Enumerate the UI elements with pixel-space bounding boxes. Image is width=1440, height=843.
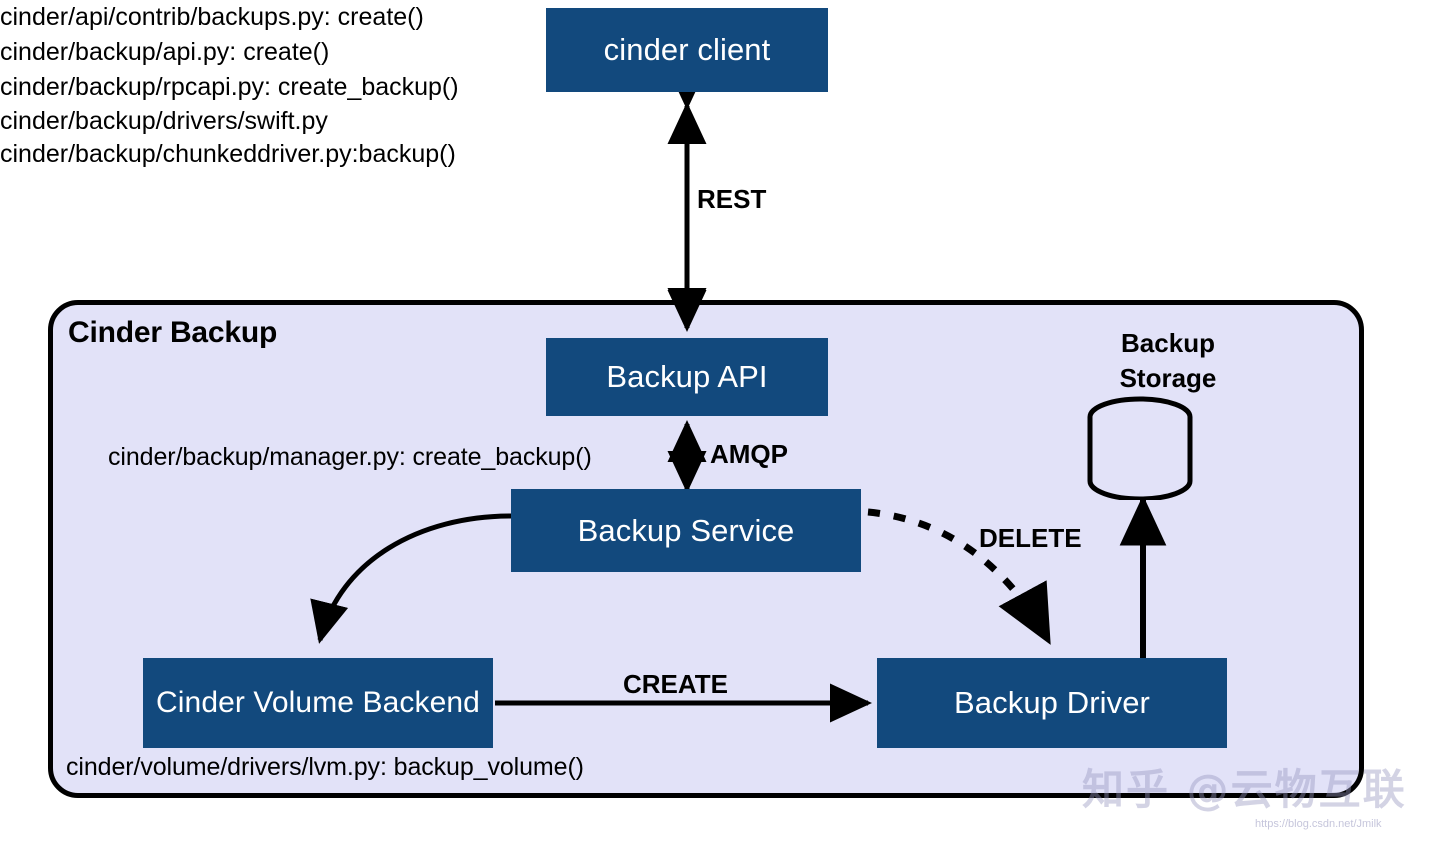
node-backup-service[interactable]: Backup Service — [511, 489, 861, 572]
driver-code-paths: cinder/backup/drivers/swift.py cinder/ba… — [0, 105, 1440, 171]
edge-label-delete: DELETE — [979, 523, 1082, 553]
rest-path-1: cinder/api/contrib/backups.py: create() — [0, 3, 424, 31]
node-backup-driver[interactable]: Backup Driver — [877, 658, 1227, 748]
backup-storage-cylinder-icon — [1087, 396, 1193, 500]
driver-path-1: cinder/backup/drivers/swift.py — [0, 107, 328, 135]
lvm-code-path: cinder/volume/drivers/lvm.py: backup_vol… — [66, 753, 584, 781]
edge-label-amqp: AMQP — [710, 439, 788, 469]
driver-path-2: cinder/backup/chunkeddriver.py:backup() — [0, 140, 456, 168]
edge-label-rest: REST — [697, 184, 767, 214]
node-cinder-client[interactable]: cinder client — [546, 8, 828, 92]
manager-code-path: cinder/backup/manager.py: create_backup(… — [108, 443, 592, 471]
node-cinder-volume-backend[interactable]: Cinder Volume Backend — [143, 658, 493, 748]
rest-path-2: cinder/backup/api.py: create() — [0, 38, 330, 66]
watermark-url: https://blog.csdn.net/Jmilk — [1255, 818, 1382, 830]
backup-storage-label: Backup Storage — [1088, 326, 1248, 396]
watermark: 知乎 @云物互联 — [1082, 765, 1407, 814]
node-backup-api[interactable]: Backup API — [546, 338, 828, 416]
region-title: Cinder Backup — [68, 316, 278, 349]
backup-storage-label-line2: Storage — [1119, 363, 1217, 393]
backup-storage-label-line1: Backup — [1121, 328, 1215, 358]
edge-label-create: CREATE — [623, 669, 728, 699]
rest-code-paths: cinder/api/contrib/backups.py: create() … — [0, 0, 1440, 105]
rest-path-3: cinder/backup/rpcapi.py: create_backup() — [0, 73, 459, 101]
